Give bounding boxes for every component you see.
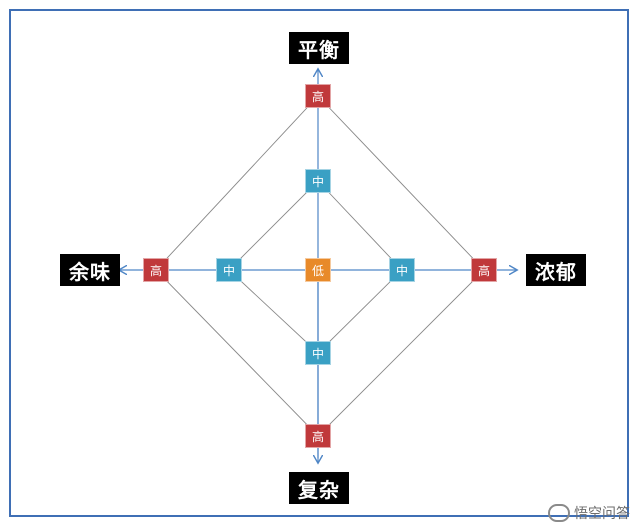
node-low-center: 低 bbox=[305, 258, 331, 282]
node-high-left: 高 bbox=[143, 258, 169, 282]
node-high-bottom: 高 bbox=[305, 424, 331, 448]
watermark: 悟空问答 bbox=[548, 503, 630, 523]
node-mid-right: 中 bbox=[389, 258, 415, 282]
chat-bubble-icon bbox=[548, 504, 570, 522]
node-mid-bottom: 中 bbox=[305, 341, 331, 365]
node-high-top: 高 bbox=[305, 84, 331, 108]
axis-label-right: 浓郁 bbox=[526, 254, 586, 286]
node-high-right: 高 bbox=[471, 258, 497, 282]
node-mid-top: 中 bbox=[305, 169, 331, 193]
node-mid-left: 中 bbox=[216, 258, 242, 282]
axis-label-top: 平衡 bbox=[289, 32, 349, 64]
watermark-text: 悟空问答 bbox=[574, 506, 630, 522]
axis-label-bottom: 复杂 bbox=[289, 472, 349, 504]
axis-label-left: 余味 bbox=[60, 254, 120, 286]
